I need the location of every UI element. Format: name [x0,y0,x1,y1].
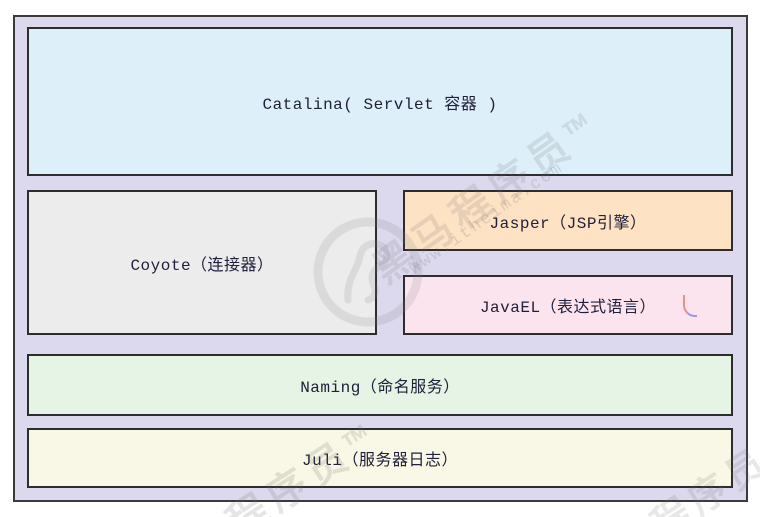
naming-label: Naming（命名服务） [300,379,460,397]
coyote-connector-box: Coyote（连接器） [27,190,377,335]
jasper-label: Jasper（JSP引擎） [489,214,647,233]
juli-server-log-box: Juli（服务器日志） [27,428,733,488]
coyote-label: Coyote（连接器） [130,256,274,275]
catalina-label: Catalina( Servlet 容器 ) [262,95,498,114]
juli-label: Juli（服务器日志） [302,452,458,470]
javael-expression-language-box: JavaEL（表达式语言） [403,275,733,335]
catalina-servlet-container-box: Catalina( Servlet 容器 ) [27,27,733,176]
tomcat-architecture-container: Catalina( Servlet 容器 ) Coyote（连接器） Jaspe… [13,15,748,502]
javael-label: JavaEL（表达式语言） [479,299,657,317]
naming-service-box: Naming（命名服务） [27,354,733,416]
jasper-jsp-engine-box: Jasper（JSP引擎） [403,190,733,251]
